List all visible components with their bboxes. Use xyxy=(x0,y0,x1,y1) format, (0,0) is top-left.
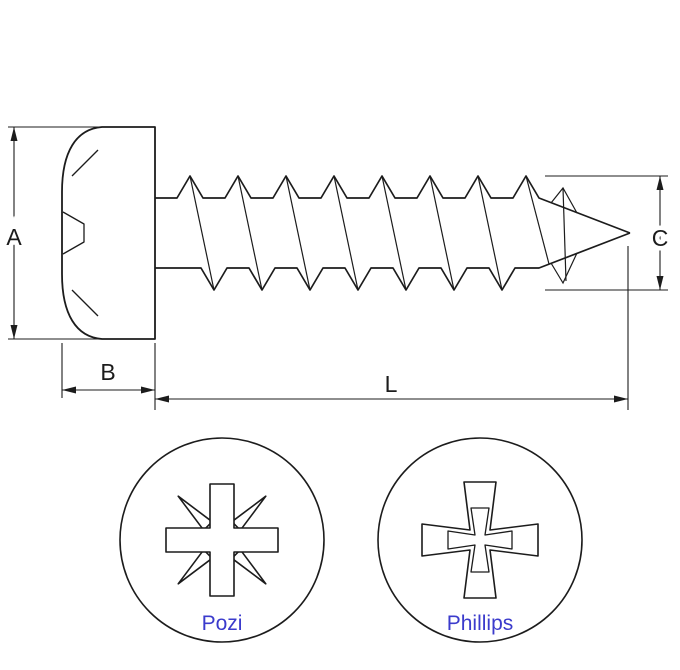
dimension-label-b: B xyxy=(100,359,115,385)
helix-line xyxy=(429,175,455,291)
taper-crest-bottom xyxy=(550,252,578,285)
arrowhead xyxy=(656,176,664,190)
pozi-diagonal-wedges xyxy=(177,495,267,585)
pozi-wedge xyxy=(177,495,213,531)
pozi-wedge xyxy=(231,495,267,531)
helix-line xyxy=(189,175,215,291)
head-outline xyxy=(61,126,156,340)
phillips-cross-inner xyxy=(447,507,513,573)
head-recess-profile xyxy=(62,211,85,255)
arrowhead xyxy=(62,386,76,394)
dimension-label-c: C xyxy=(652,225,669,251)
dimension-label-a: A xyxy=(6,224,22,250)
phillips-drive-view: Phillips xyxy=(377,437,583,643)
pozi-wedge xyxy=(177,549,213,585)
dimension-L: L xyxy=(155,246,629,410)
thread-top-edge xyxy=(155,175,631,234)
arrowhead xyxy=(10,127,18,141)
pozi-circle-outline xyxy=(119,437,325,643)
taper-crest-top xyxy=(550,186,578,214)
arrowhead xyxy=(614,395,628,403)
helix-line xyxy=(285,175,311,291)
helix-line xyxy=(477,175,503,291)
phillips-circle-outline xyxy=(377,437,583,643)
dimension-label-l: L xyxy=(385,371,398,397)
helix-line xyxy=(381,175,407,291)
pozi-label: Pozi xyxy=(202,612,243,635)
head-dome-line-bottom xyxy=(71,289,99,317)
arrowhead xyxy=(141,386,155,394)
pozi-drive-view: Pozi xyxy=(119,437,325,643)
helix-line xyxy=(525,175,550,265)
arrowhead xyxy=(10,325,18,339)
pozi-cross-recess xyxy=(165,483,279,597)
helix-line xyxy=(237,175,263,291)
head-dome-line-top xyxy=(71,149,99,177)
helix-line xyxy=(562,187,567,282)
dimension-B: B xyxy=(61,343,156,410)
thread-bottom-edge xyxy=(155,232,631,291)
phillips-label: Phillips xyxy=(447,612,514,635)
thread-helix-lines xyxy=(189,175,567,291)
screw-side-view xyxy=(61,126,631,340)
arrowhead xyxy=(656,276,664,290)
arrowhead xyxy=(155,395,169,403)
phillips-cross-recess xyxy=(421,481,539,599)
pozi-wedge xyxy=(231,549,267,585)
helix-line xyxy=(333,175,359,291)
